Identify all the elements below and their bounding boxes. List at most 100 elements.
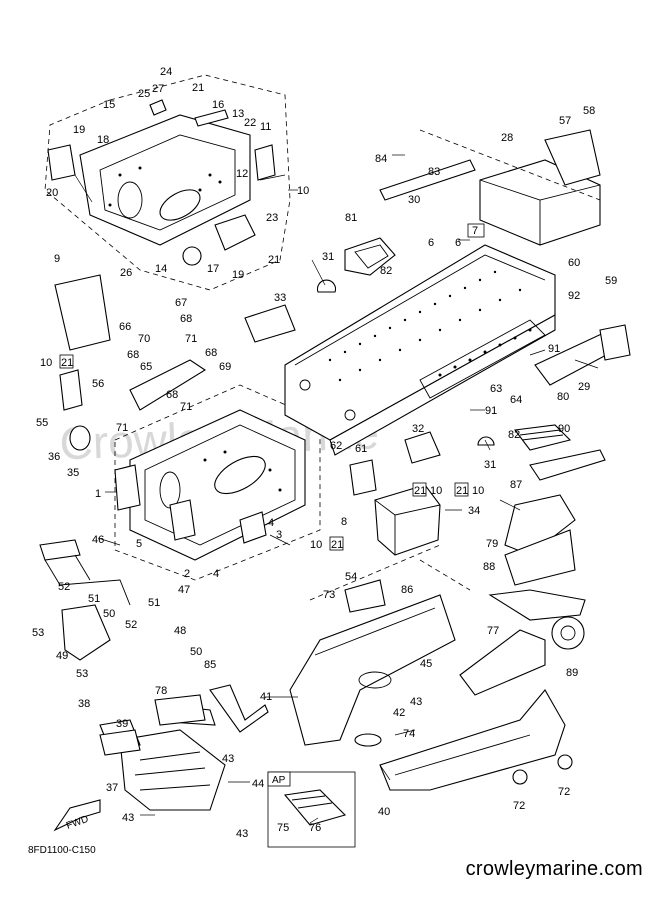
part-number: 29	[578, 381, 590, 393]
part-number: 22	[244, 117, 256, 129]
part-number: 6	[428, 237, 434, 249]
arm-65-part	[129, 359, 207, 411]
part-number: 86	[401, 584, 413, 596]
part-number: 36	[48, 451, 60, 463]
svg-text:10: 10	[40, 357, 52, 369]
part-number: 70	[138, 333, 150, 345]
svg-text:21: 21	[331, 539, 343, 551]
part-number: 43	[222, 753, 234, 765]
part-number: 59	[605, 275, 617, 287]
svg-text:10: 10	[310, 539, 322, 551]
part-number: 75	[277, 822, 289, 834]
part-number: 43	[236, 828, 248, 840]
svg-text:10: 10	[430, 485, 442, 497]
part-number: 21	[192, 82, 204, 94]
part-number: 42	[393, 707, 405, 719]
part-number: 43	[410, 696, 422, 708]
battery-box-part	[374, 484, 441, 556]
part-number: 52	[58, 581, 70, 593]
part-number: 1	[95, 488, 101, 500]
part-number: 44	[252, 778, 264, 790]
part-number: 25	[138, 88, 150, 100]
part-number: 69	[219, 361, 231, 373]
part-number: 52	[125, 619, 137, 631]
part-number: 48	[174, 625, 186, 637]
intake-box-part	[344, 237, 396, 276]
relation-line-b	[309, 544, 441, 601]
part-number: 81	[345, 212, 357, 224]
part-number: 82	[508, 429, 520, 441]
part-number: 31	[484, 459, 496, 471]
rear-frame-part	[379, 129, 601, 246]
part-number: 24	[160, 66, 172, 78]
bracket-86-part	[344, 579, 386, 613]
part-number: 80	[557, 391, 569, 403]
part-number: 38	[78, 698, 90, 710]
part-number: 71	[185, 333, 197, 345]
part-number: 18	[97, 134, 109, 146]
part-number: 16	[212, 99, 224, 111]
part-number: 53	[32, 627, 44, 639]
part-number: 71	[180, 401, 192, 413]
part-number: 55	[36, 417, 48, 429]
strap-part	[209, 684, 269, 733]
boxed-reference-markers: 7 6 21 10 21 10 21 10 21 10	[40, 223, 485, 551]
part-number: 13	[232, 108, 244, 120]
hood-part	[289, 594, 456, 747]
part-number: 28	[501, 132, 513, 144]
svg-text:7: 7	[472, 225, 478, 237]
part-number: 32	[412, 423, 424, 435]
part-number: 83	[428, 166, 440, 178]
callout-labels: 24 25 27 21 15 16 13 22 11 19 18 12 20 1…	[32, 66, 617, 840]
svg-text:21: 21	[456, 485, 468, 497]
cap-31-part	[316, 279, 337, 293]
ap-detail-label: AP	[272, 775, 286, 786]
part-number: 77	[487, 625, 499, 637]
part-number: 4	[213, 568, 219, 580]
part-number: 19	[232, 269, 244, 281]
part-number: 35	[67, 467, 79, 479]
lower-frame-part	[114, 409, 306, 561]
part-number: 66	[119, 321, 131, 333]
svg-text:21: 21	[414, 485, 426, 497]
part-number: 90	[558, 423, 570, 435]
part-number: 61	[355, 443, 367, 455]
drawing-code: 8FD1100-C150	[28, 845, 96, 856]
fwd-arrow: FWD	[53, 799, 101, 832]
bracket-39-part	[99, 729, 141, 756]
part-number: 74	[403, 728, 415, 740]
part-number: 20	[46, 187, 58, 199]
mount-61-part	[349, 459, 377, 496]
part-number: 72	[513, 800, 525, 812]
part-number: 79	[486, 538, 498, 550]
part-number: 37	[106, 782, 118, 794]
part-number: 67	[175, 297, 187, 309]
part-number: 15	[103, 99, 115, 111]
part-number: 27	[152, 83, 164, 95]
part-number: 11	[260, 121, 271, 133]
part-number: 60	[568, 257, 580, 269]
part-number: 10	[297, 185, 309, 197]
part-number: 40	[378, 806, 390, 818]
part-number: 58	[583, 105, 595, 117]
part-number: 57	[559, 115, 571, 127]
lower-cover-part	[379, 689, 573, 791]
mount-9-part	[54, 274, 111, 351]
part-number: 76	[309, 822, 321, 834]
part-number: 91	[485, 405, 497, 417]
bracket-part	[61, 604, 111, 661]
top-left-group-outline	[44, 74, 291, 291]
website-label[interactable]: crowleymarine.com	[465, 858, 643, 880]
part-number: 51	[148, 597, 160, 609]
part-number: 64	[510, 394, 522, 406]
part-number: 68	[180, 313, 192, 325]
main-tunnel-part	[284, 244, 556, 456]
part-number: 87	[510, 479, 522, 491]
part-number: 23	[266, 212, 278, 224]
part-number: 5	[136, 538, 142, 550]
part-number: 47	[178, 584, 190, 596]
part-number: 89	[566, 667, 578, 679]
part-number: 41	[260, 691, 272, 703]
part-number: 84	[375, 153, 387, 165]
part-number: 50	[103, 608, 115, 620]
